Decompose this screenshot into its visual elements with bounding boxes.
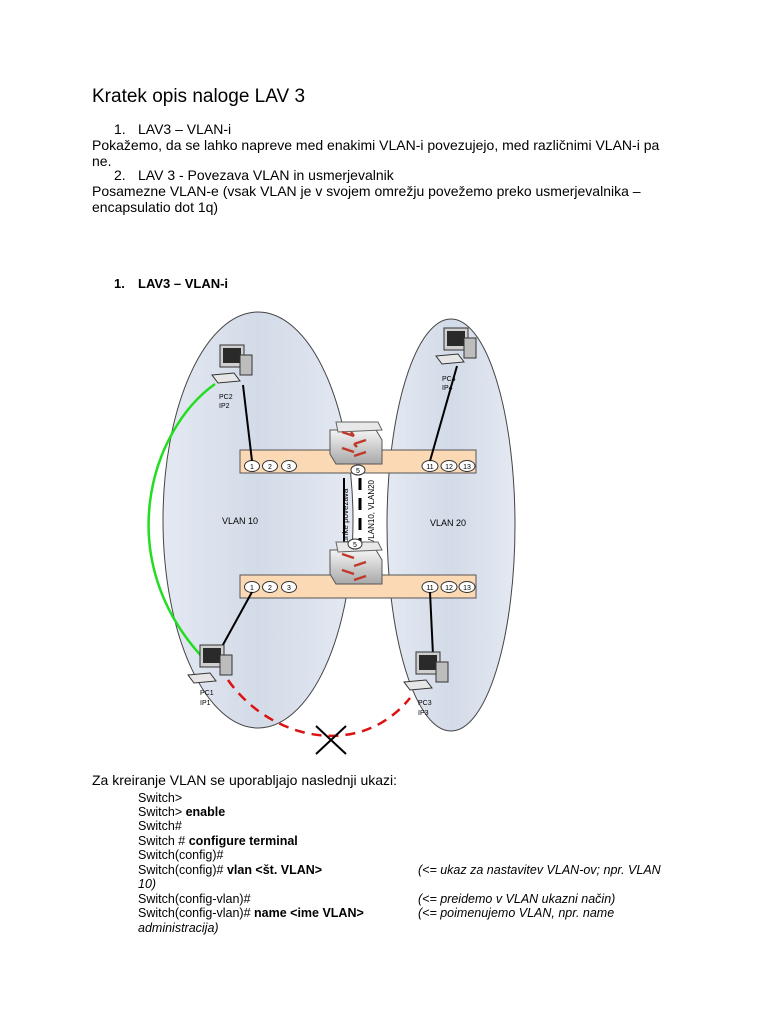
pc2-name: PC2: [219, 394, 233, 401]
vlan-network-diagram: strunke povezava VLAN10, VLAN20 1 2 3 5 …: [147, 311, 516, 755]
pc4-computer-icon: [435, 327, 477, 365]
cmd-line-3: Switch#: [138, 819, 182, 833]
svg-text:3: 3: [287, 585, 291, 592]
pc1-ip: IP1: [200, 700, 211, 707]
link-pc4: [429, 365, 458, 462]
svg-text:2: 2: [268, 464, 272, 471]
pc3-name: PC3: [418, 700, 432, 707]
cmd-line-6: Switch(config)# vlan <št. VLAN>: [138, 863, 323, 877]
svg-text:12: 12: [445, 585, 453, 592]
cmd-comment-8: (<= poimenujemo VLAN, npr. name: [418, 906, 615, 920]
pc4-name: PC4: [442, 376, 456, 383]
cmd-comment-6: (<= ukaz za nastavitev VLAN-ov; npr. VLA…: [418, 863, 661, 877]
trunk-label-2: VLAN10, VLAN20: [367, 479, 376, 544]
svg-text:11: 11: [426, 585, 433, 592]
cmd-comment-8-cont: administracija): [138, 921, 219, 935]
svg-text:5: 5: [356, 468, 360, 475]
list-number-1: 1.: [114, 121, 126, 137]
section-title: LAV3 – VLAN-i: [138, 276, 229, 291]
link-pc3: [429, 591, 434, 656]
cmd-line-4: Switch # configure terminal: [138, 834, 298, 848]
pc4-ip: IP4: [442, 385, 453, 392]
switch-bottom-ports: 1 2 3 5 11 12 13: [244, 538, 476, 593]
list-item-2-desc-line1: Posamezne VLAN-e (vsak VLAN je v svojem …: [92, 183, 641, 199]
pc1-computer-icon: [187, 644, 233, 684]
page-title: Kratek opis naloge LAV 3: [92, 86, 306, 107]
svg-text:12: 12: [445, 464, 453, 471]
pc3-computer-icon: [403, 651, 449, 691]
cmd-line-1: Switch>: [138, 791, 183, 805]
cmd-comment-6-cont: 10): [138, 877, 157, 891]
vlan10-ellipse: [162, 311, 354, 729]
cmd-line-2: Switch> enable: [138, 805, 226, 819]
svg-text:1: 1: [250, 585, 254, 592]
list-number-2: 2.: [114, 167, 126, 183]
list-item-1-desc-line2: ne.: [92, 153, 112, 169]
trunk-label-1: strunke povezava: [341, 488, 350, 551]
vlan20-label: VLAN 20: [430, 518, 466, 528]
cmd-line-5: Switch(config)#: [138, 848, 224, 862]
switch-top-ports: 1 2 3 5 11 12 13: [244, 460, 476, 476]
list-item-1-desc-line1: Pokažemo, da se lahko napreve med enakim…: [92, 137, 660, 153]
cross-vlan-link: [226, 679, 411, 738]
same-vlan-link: [147, 382, 216, 661]
vlan20-ellipse: [386, 318, 516, 732]
link-pc1: [218, 591, 253, 653]
list-item-1-title: LAV3 – VLAN-i: [138, 121, 232, 137]
svg-text:1: 1: [250, 464, 254, 471]
svg-text:13: 13: [463, 585, 471, 592]
cmd-line-8: Switch(config-vlan)# name <ime VLAN>: [138, 906, 364, 920]
link-pc2: [242, 384, 253, 462]
commands-intro: Za kreiranje VLAN se uporabljajo nasledn…: [92, 772, 398, 788]
list-item-2-desc-line2: encapsulatio dot 1q): [92, 199, 219, 215]
pc2-computer-icon: [211, 344, 253, 384]
list-item-2-title: LAV 3 - Povezava VLAN in usmerjevalnik: [138, 167, 394, 183]
cmd-line-7: Switch(config-vlan)#: [138, 892, 251, 906]
cmd-comment-7: (<= preidemo v VLAN ukazni način): [418, 892, 616, 906]
pc3-ip: IP3: [418, 710, 429, 717]
switch-icon-top: [329, 421, 383, 465]
section-number: 1.: [114, 276, 125, 291]
svg-text:2: 2: [268, 585, 272, 592]
svg-text:11: 11: [426, 464, 433, 471]
vlan10-label: VLAN 10: [222, 516, 258, 526]
pc2-ip: IP2: [219, 403, 230, 410]
svg-text:13: 13: [463, 464, 471, 471]
pc1-name: PC1: [200, 690, 214, 697]
blocked-x-icon: [315, 725, 347, 755]
svg-text:5: 5: [353, 542, 357, 549]
svg-text:3: 3: [287, 464, 291, 471]
